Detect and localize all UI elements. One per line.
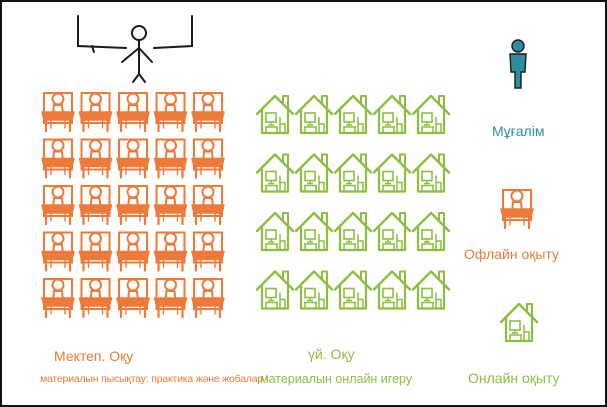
student-desk-icon — [191, 278, 225, 319]
school-caption-title: Мектеп. Оқу — [54, 348, 134, 364]
online-legend-icon — [499, 302, 539, 343]
student-desk-icon — [191, 231, 225, 272]
offline-legend-icon — [500, 189, 534, 230]
whiteboard-teacher-icon — [77, 15, 193, 83]
student-desk-icon — [41, 138, 75, 179]
house-computer-icon — [294, 211, 334, 252]
house-computer-icon — [411, 211, 451, 252]
student-desk-icon — [78, 138, 113, 179]
student-desk-icon — [153, 278, 188, 319]
student-desk-icon — [78, 231, 113, 272]
desk-grid — [41, 92, 225, 319]
student-desk-icon — [78, 92, 113, 133]
house-computer-icon — [372, 211, 412, 252]
house-computer-icon — [411, 153, 451, 193]
student-desk-icon — [153, 231, 188, 272]
student-desk-icon — [116, 138, 150, 179]
house-computer-icon — [372, 153, 412, 193]
house-computer-icon — [411, 94, 451, 135]
house-computer-icon — [333, 153, 373, 193]
student-desk-icon — [191, 185, 225, 226]
student-desk-icon — [153, 138, 188, 179]
house-computer-icon — [372, 270, 412, 310]
house-computer-icon — [255, 153, 295, 193]
house-grid — [255, 94, 451, 310]
student-desk-icon — [41, 278, 75, 319]
house-computer-icon — [333, 270, 373, 310]
house-computer-icon — [333, 94, 373, 135]
student-desk-icon — [116, 231, 150, 272]
house-computer-icon — [294, 270, 334, 310]
student-desk-icon — [116, 185, 150, 226]
house-computer-icon — [333, 211, 373, 252]
student-desk-icon — [41, 185, 75, 226]
house-computer-icon — [372, 94, 412, 135]
house-computer-icon — [294, 94, 334, 135]
school-caption-subtitle: материалын пысықтау: практика және жобал… — [40, 373, 269, 385]
house-computer-icon — [255, 211, 295, 252]
home-caption-title: үй. Оқу — [308, 346, 355, 362]
student-desk-icon — [116, 92, 150, 133]
student-desk-icon — [116, 278, 150, 319]
home-caption-subtitle: материалын онлайн игеру — [260, 372, 413, 386]
house-computer-icon — [294, 153, 334, 193]
student-desk-icon — [41, 231, 75, 272]
teacher-legend-label: Мұғалім — [492, 123, 545, 139]
student-desk-icon — [78, 185, 113, 226]
teacher-legend-icon — [509, 39, 527, 89]
offline-legend-label: Офлайн оқыту — [464, 246, 560, 262]
house-computer-icon — [411, 270, 451, 310]
house-computer-icon — [255, 270, 295, 310]
student-desk-icon — [191, 92, 225, 133]
student-desk-icon — [191, 138, 225, 179]
online-legend-label: Онлайн оқыту — [468, 370, 560, 386]
student-desk-icon — [153, 92, 188, 133]
house-computer-icon — [255, 94, 295, 135]
student-desk-icon — [41, 92, 75, 133]
student-desk-icon — [153, 185, 188, 226]
student-desk-icon — [78, 278, 113, 319]
